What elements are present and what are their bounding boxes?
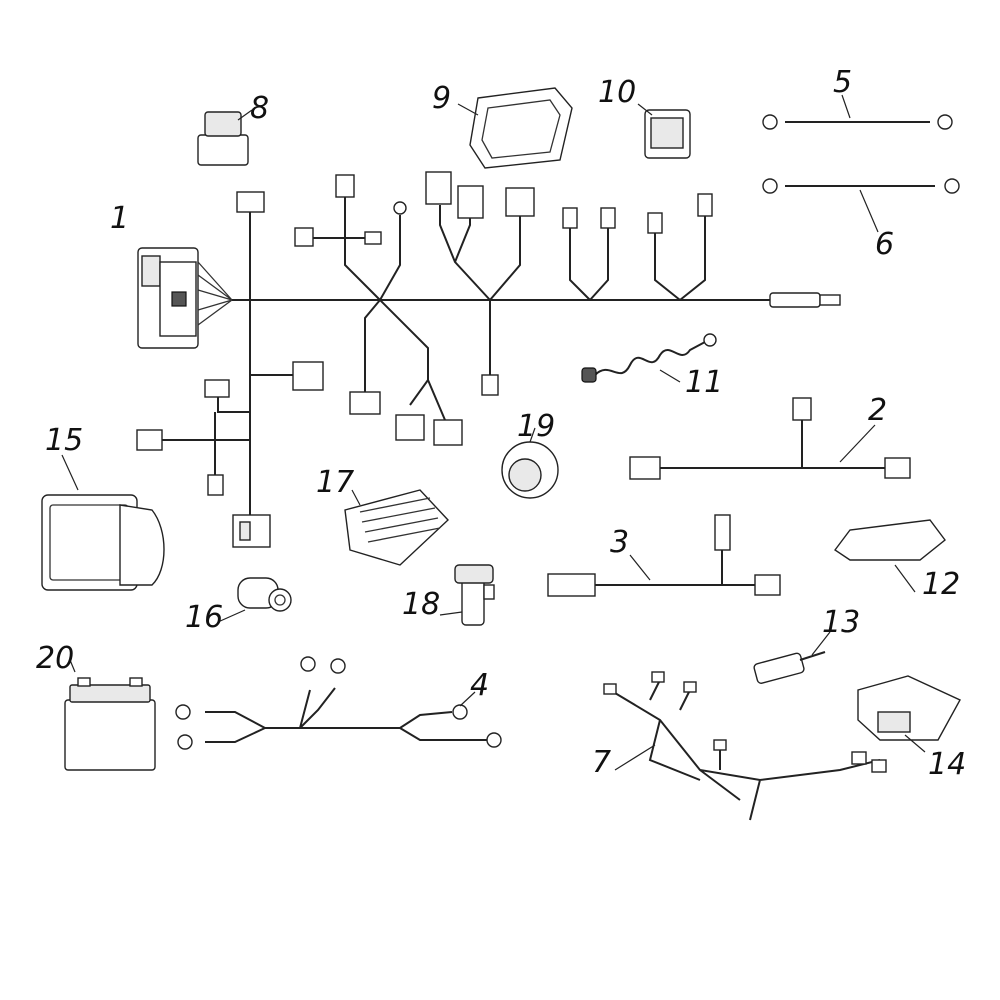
part-label-15: 15	[45, 423, 83, 458]
part-7-wiring-harness	[603, 671, 887, 821]
part-5-cable	[762, 94, 953, 130]
part-20-battery	[64, 659, 156, 771]
part-1-main-wiring-harness	[136, 171, 841, 548]
part-label-13: 13	[822, 605, 860, 640]
part-label-3: 3	[610, 525, 629, 560]
part-label-16: 16	[185, 600, 223, 635]
part-19-power-socket	[501, 427, 559, 499]
part-label-19: 19	[517, 409, 555, 444]
part-10-control-module	[637, 103, 691, 159]
part-label-14: 14	[928, 747, 966, 782]
part-label-5: 5	[833, 65, 852, 100]
part-label-20: 20	[36, 641, 74, 676]
part-2-sub-harness	[629, 397, 911, 480]
part-17-regulator	[344, 489, 449, 566]
part-12-tail-light	[833, 519, 946, 593]
part-label-11: 11	[685, 365, 723, 400]
part-label-12: 12	[922, 567, 960, 602]
part-8-relay	[197, 109, 253, 166]
part-label-8: 8	[250, 91, 269, 126]
part-label-17: 17	[316, 465, 354, 500]
part-11-coiled-cable	[581, 333, 717, 383]
part-4-ground-cable-set	[175, 656, 502, 750]
part-label-4: 4	[470, 668, 489, 703]
part-label-6: 6	[875, 227, 894, 262]
part-3-sub-harness	[547, 514, 781, 597]
part-label-1: 1	[110, 201, 129, 236]
part-13-oxygen-sensor	[753, 631, 831, 684]
part-6-cable	[762, 178, 960, 233]
part-label-7: 7	[592, 745, 611, 780]
part-16-ignition-switch	[217, 577, 292, 623]
part-15-headlight	[41, 454, 165, 591]
part-label-9: 9	[432, 81, 451, 116]
part-label-10: 10	[598, 75, 636, 110]
part-18-sensor	[439, 564, 495, 626]
part-label-18: 18	[402, 587, 440, 622]
part-label-2: 2	[868, 393, 887, 428]
part-14-ecu	[857, 675, 961, 753]
part-9-display	[457, 87, 573, 169]
